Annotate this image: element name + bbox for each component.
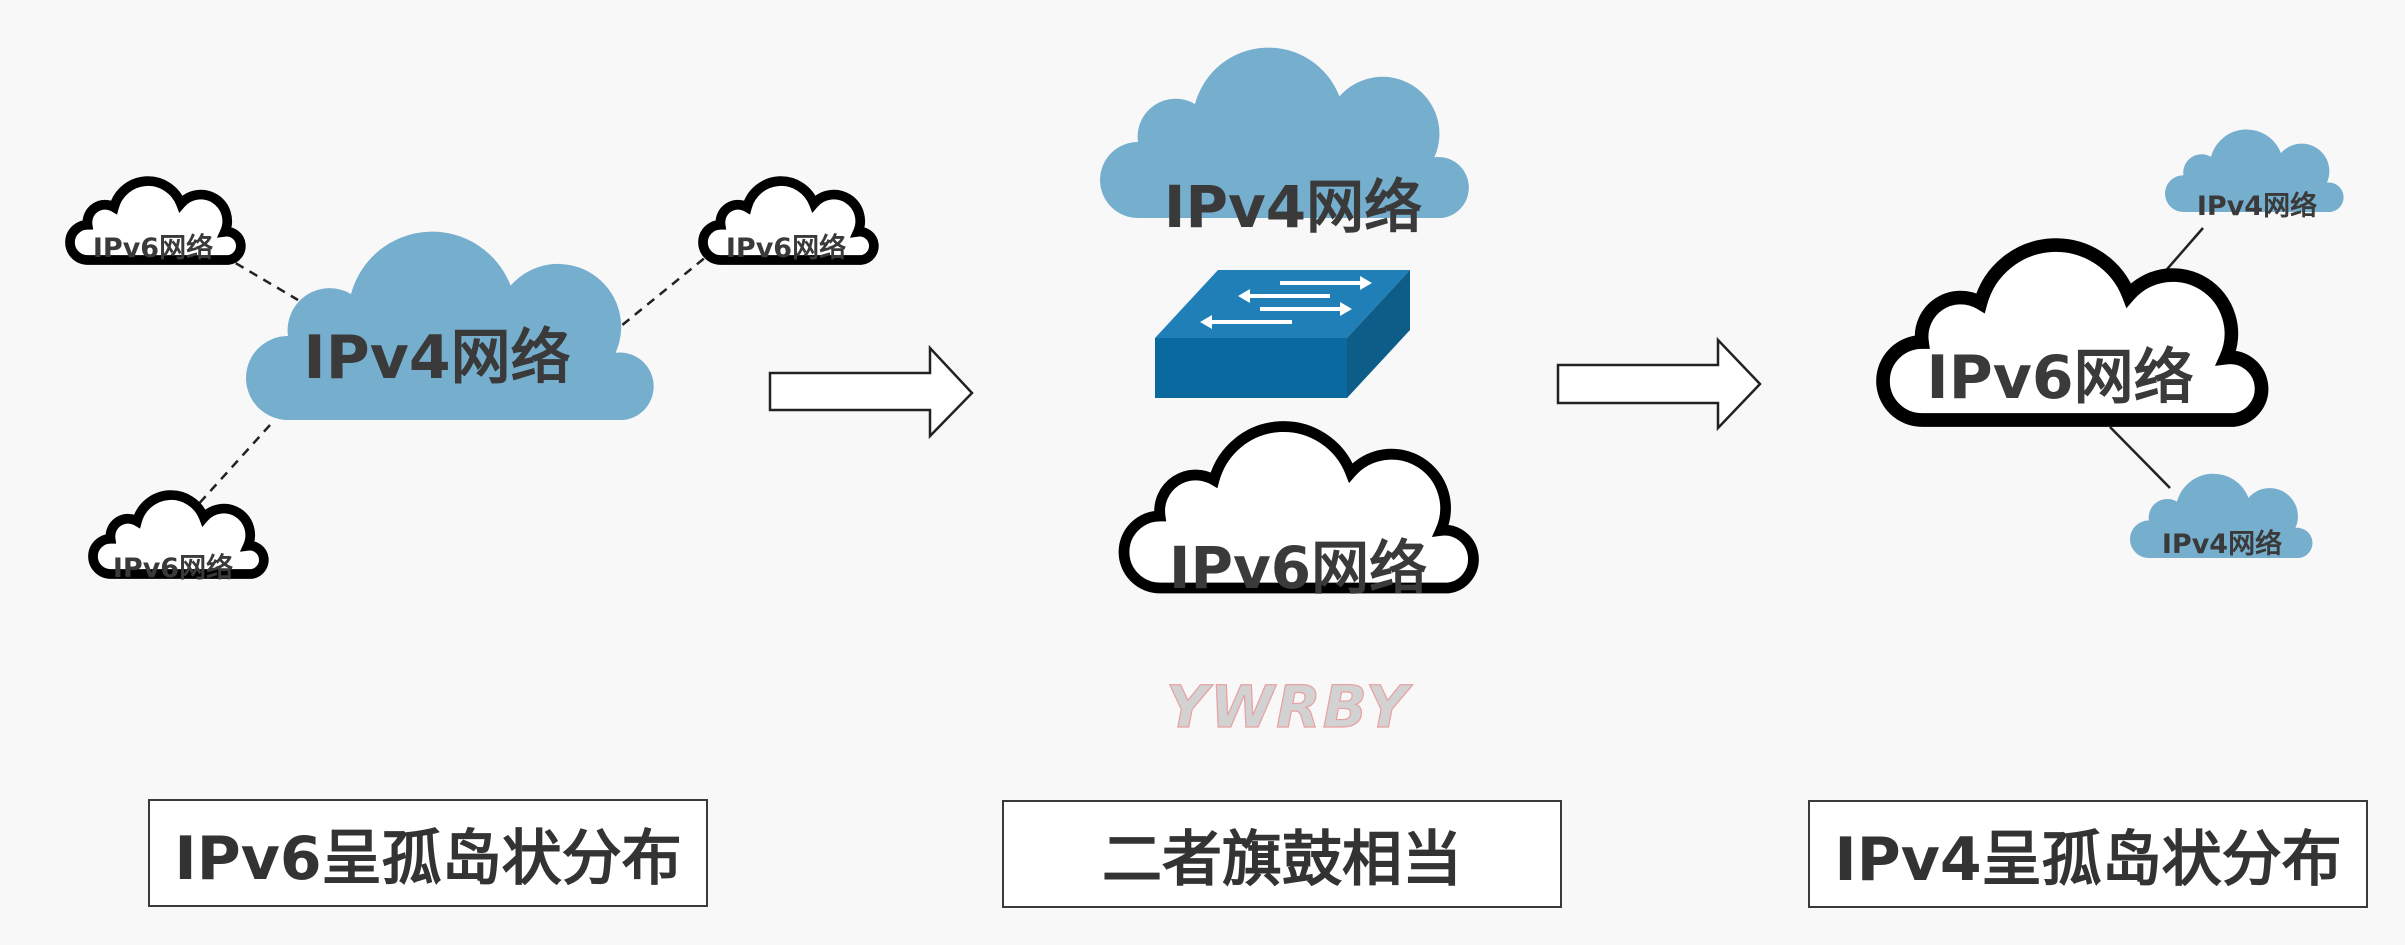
caption-text: IPv4呈孤岛状分布	[1834, 824, 2342, 895]
caption-text: IPv6呈孤岛状分布	[174, 823, 682, 894]
caption-balanced: 二者旗鼓相当	[1002, 800, 1562, 908]
right-arrow-icon	[768, 344, 974, 440]
left-panel: IPv4网络 IPv6网络 IPv6网络 IPv6网络	[70, 181, 874, 584]
caption-ipv6-islands: IPv6呈孤岛状分布	[148, 799, 708, 907]
ipv6-cloud-label: IPv6网络	[1926, 343, 2193, 413]
ipv6-cloud-label: IPv6网络	[93, 232, 213, 264]
ipv6-cloud-label: IPv6网络	[726, 232, 846, 264]
right-arrow-icon	[1556, 336, 1762, 432]
dashed-connector	[194, 424, 271, 509]
ipv6-cloud-label: IPv6网络	[113, 552, 233, 584]
ipv4-cloud-label: IPv4网络	[2197, 190, 2317, 222]
ipv6-cloud-label: IPv6网络	[1169, 534, 1427, 602]
ipv4-cloud-label: IPv4网络	[2162, 528, 2282, 560]
right-panel: IPv6网络 IPv4网络 IPv4网络	[1883, 129, 2344, 560]
caption-text: 二者旗鼓相当	[1102, 824, 1462, 895]
network-switch-icon	[1155, 270, 1410, 398]
middle-panel: IPv4网络 IPv6网络 YWRBY	[1100, 47, 1473, 742]
watermark-text: YWRBY	[1166, 673, 1413, 741]
ipv4-cloud-label: IPv4网络	[1164, 173, 1422, 241]
caption-ipv4-islands: IPv4呈孤岛状分布	[1808, 800, 2368, 908]
dashed-connector	[609, 251, 713, 336]
connector-line	[2109, 426, 2171, 489]
ipv4-cloud-label: IPv4网络	[303, 323, 570, 393]
